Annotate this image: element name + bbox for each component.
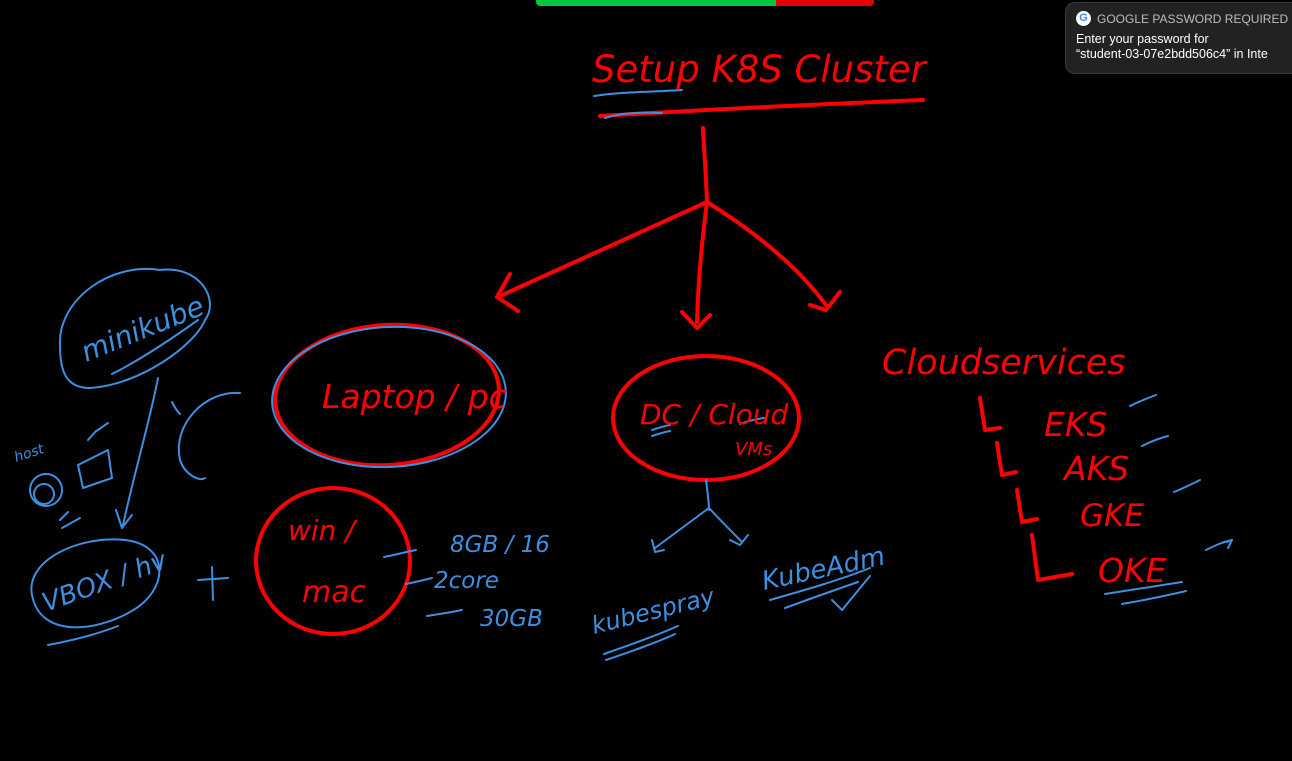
eks-dash — [1129, 394, 1157, 407]
notification-header: G GOOGLE PASSWORD REQUIRED — [1076, 11, 1292, 26]
spec-ram: 8GB / 16 — [450, 532, 550, 558]
notification-body: Enter your password for “student-03-07e2… — [1076, 32, 1292, 62]
kubespray-label: kubespray — [589, 582, 718, 640]
cloud-services-label: Cloudservices — [882, 343, 1126, 383]
vbox-underline — [47, 625, 119, 646]
host-box — [77, 449, 113, 489]
host-circle — [29, 473, 63, 507]
aks-dash — [1141, 435, 1169, 447]
spec-cpu: 2core — [434, 568, 499, 594]
dc-sub-label: VMs — [735, 439, 772, 460]
minikube-to-vbox-arrow — [122, 377, 159, 526]
minikube-bubble — [58, 267, 211, 389]
spec-arrow-2 — [405, 577, 433, 585]
cloud-item-gke: GKE — [1080, 498, 1144, 534]
cloud-item-oke: OKE — [1098, 551, 1167, 590]
oke-underline-2 — [1121, 590, 1187, 605]
cloud-item-eks: EKS — [1044, 405, 1107, 444]
notification-line-2: “student-03-07e2bdd506c4” in Inte — [1076, 47, 1268, 61]
minikube-underline — [111, 319, 199, 375]
screen-share-bar-red — [776, 0, 874, 6]
dc-stem — [705, 479, 710, 511]
kubespray-underline-2 — [605, 633, 676, 661]
host-inner-circle — [33, 483, 55, 505]
win-label: win / — [288, 514, 357, 547]
oke-arrowhead — [1225, 539, 1233, 549]
cloud-arrow-4 — [1030, 533, 1074, 582]
arrowhead-middle — [680, 310, 712, 330]
laptop-blue-circle — [271, 325, 507, 469]
mac-label: mac — [302, 575, 367, 610]
screen-share-bar-green — [536, 0, 776, 6]
cloud-arrow-2 — [995, 441, 1018, 477]
trunk-line — [701, 126, 709, 204]
plus-strokes — [197, 566, 229, 601]
kubeadm-underline-2 — [784, 581, 859, 609]
dc-label: DC / Cloud — [640, 398, 789, 431]
laptop-circle — [273, 322, 501, 468]
kubeadm-check — [831, 575, 871, 611]
host-tick — [87, 422, 109, 441]
laptop-label: Laptop / pc — [322, 377, 507, 416]
kubeadm-label: KubeAdm — [759, 542, 887, 597]
branch-middle — [695, 200, 709, 324]
notification-line-1: Enter your password for — [1076, 32, 1209, 46]
dc-tick — [651, 424, 671, 431]
setup-underline-2 — [604, 111, 663, 119]
google-g-icon: G — [1076, 11, 1091, 26]
dc-to-kubeadm — [708, 507, 743, 543]
screen-share-bar[interactable] — [536, 0, 874, 6]
cloud-item-aks: AKS — [1062, 449, 1129, 488]
cloud-arrow-1 — [978, 396, 1002, 432]
diagram-title: Setup K8S Cluster — [592, 48, 929, 91]
vbox-label: VBOX / hv — [38, 546, 171, 619]
win-mac-circle — [254, 486, 412, 636]
blue-strokes — [29, 89, 1233, 661]
plus-label: + — [202, 594, 203, 597]
spec-disk: 30GB — [480, 606, 543, 632]
bracket-curve — [177, 391, 241, 480]
vbox-arrowhead — [115, 509, 133, 529]
gke-dash — [1173, 479, 1201, 493]
spec-arrow-1 — [383, 549, 417, 558]
kubeadm-underline — [769, 567, 871, 601]
kubespray-underline — [603, 625, 679, 655]
cloud-arrow-3 — [1015, 488, 1039, 524]
setup-underline — [593, 89, 683, 97]
oke-underline — [1104, 581, 1183, 595]
branch-left — [498, 200, 709, 298]
spec-arrow-3 — [426, 609, 463, 617]
kubeadm-arrowhead — [729, 534, 749, 546]
arrowhead-left — [495, 272, 520, 313]
arrowhead-right — [808, 290, 842, 312]
dc-underline — [739, 417, 765, 425]
host-scribble — [59, 511, 81, 529]
vbox-bubble — [30, 538, 161, 629]
host-label: host — [12, 441, 46, 466]
dc-tick-2 — [651, 430, 671, 437]
bracket-tick — [171, 401, 181, 415]
dc-to-kubespray — [654, 507, 710, 549]
notification-title: GOOGLE PASSWORD REQUIRED — [1097, 11, 1289, 26]
branch-right — [705, 200, 828, 307]
password-notification[interactable]: G GOOGLE PASSWORD REQUIRED Enter your pa… — [1065, 2, 1292, 74]
kubespray-arrowhead — [651, 539, 665, 553]
